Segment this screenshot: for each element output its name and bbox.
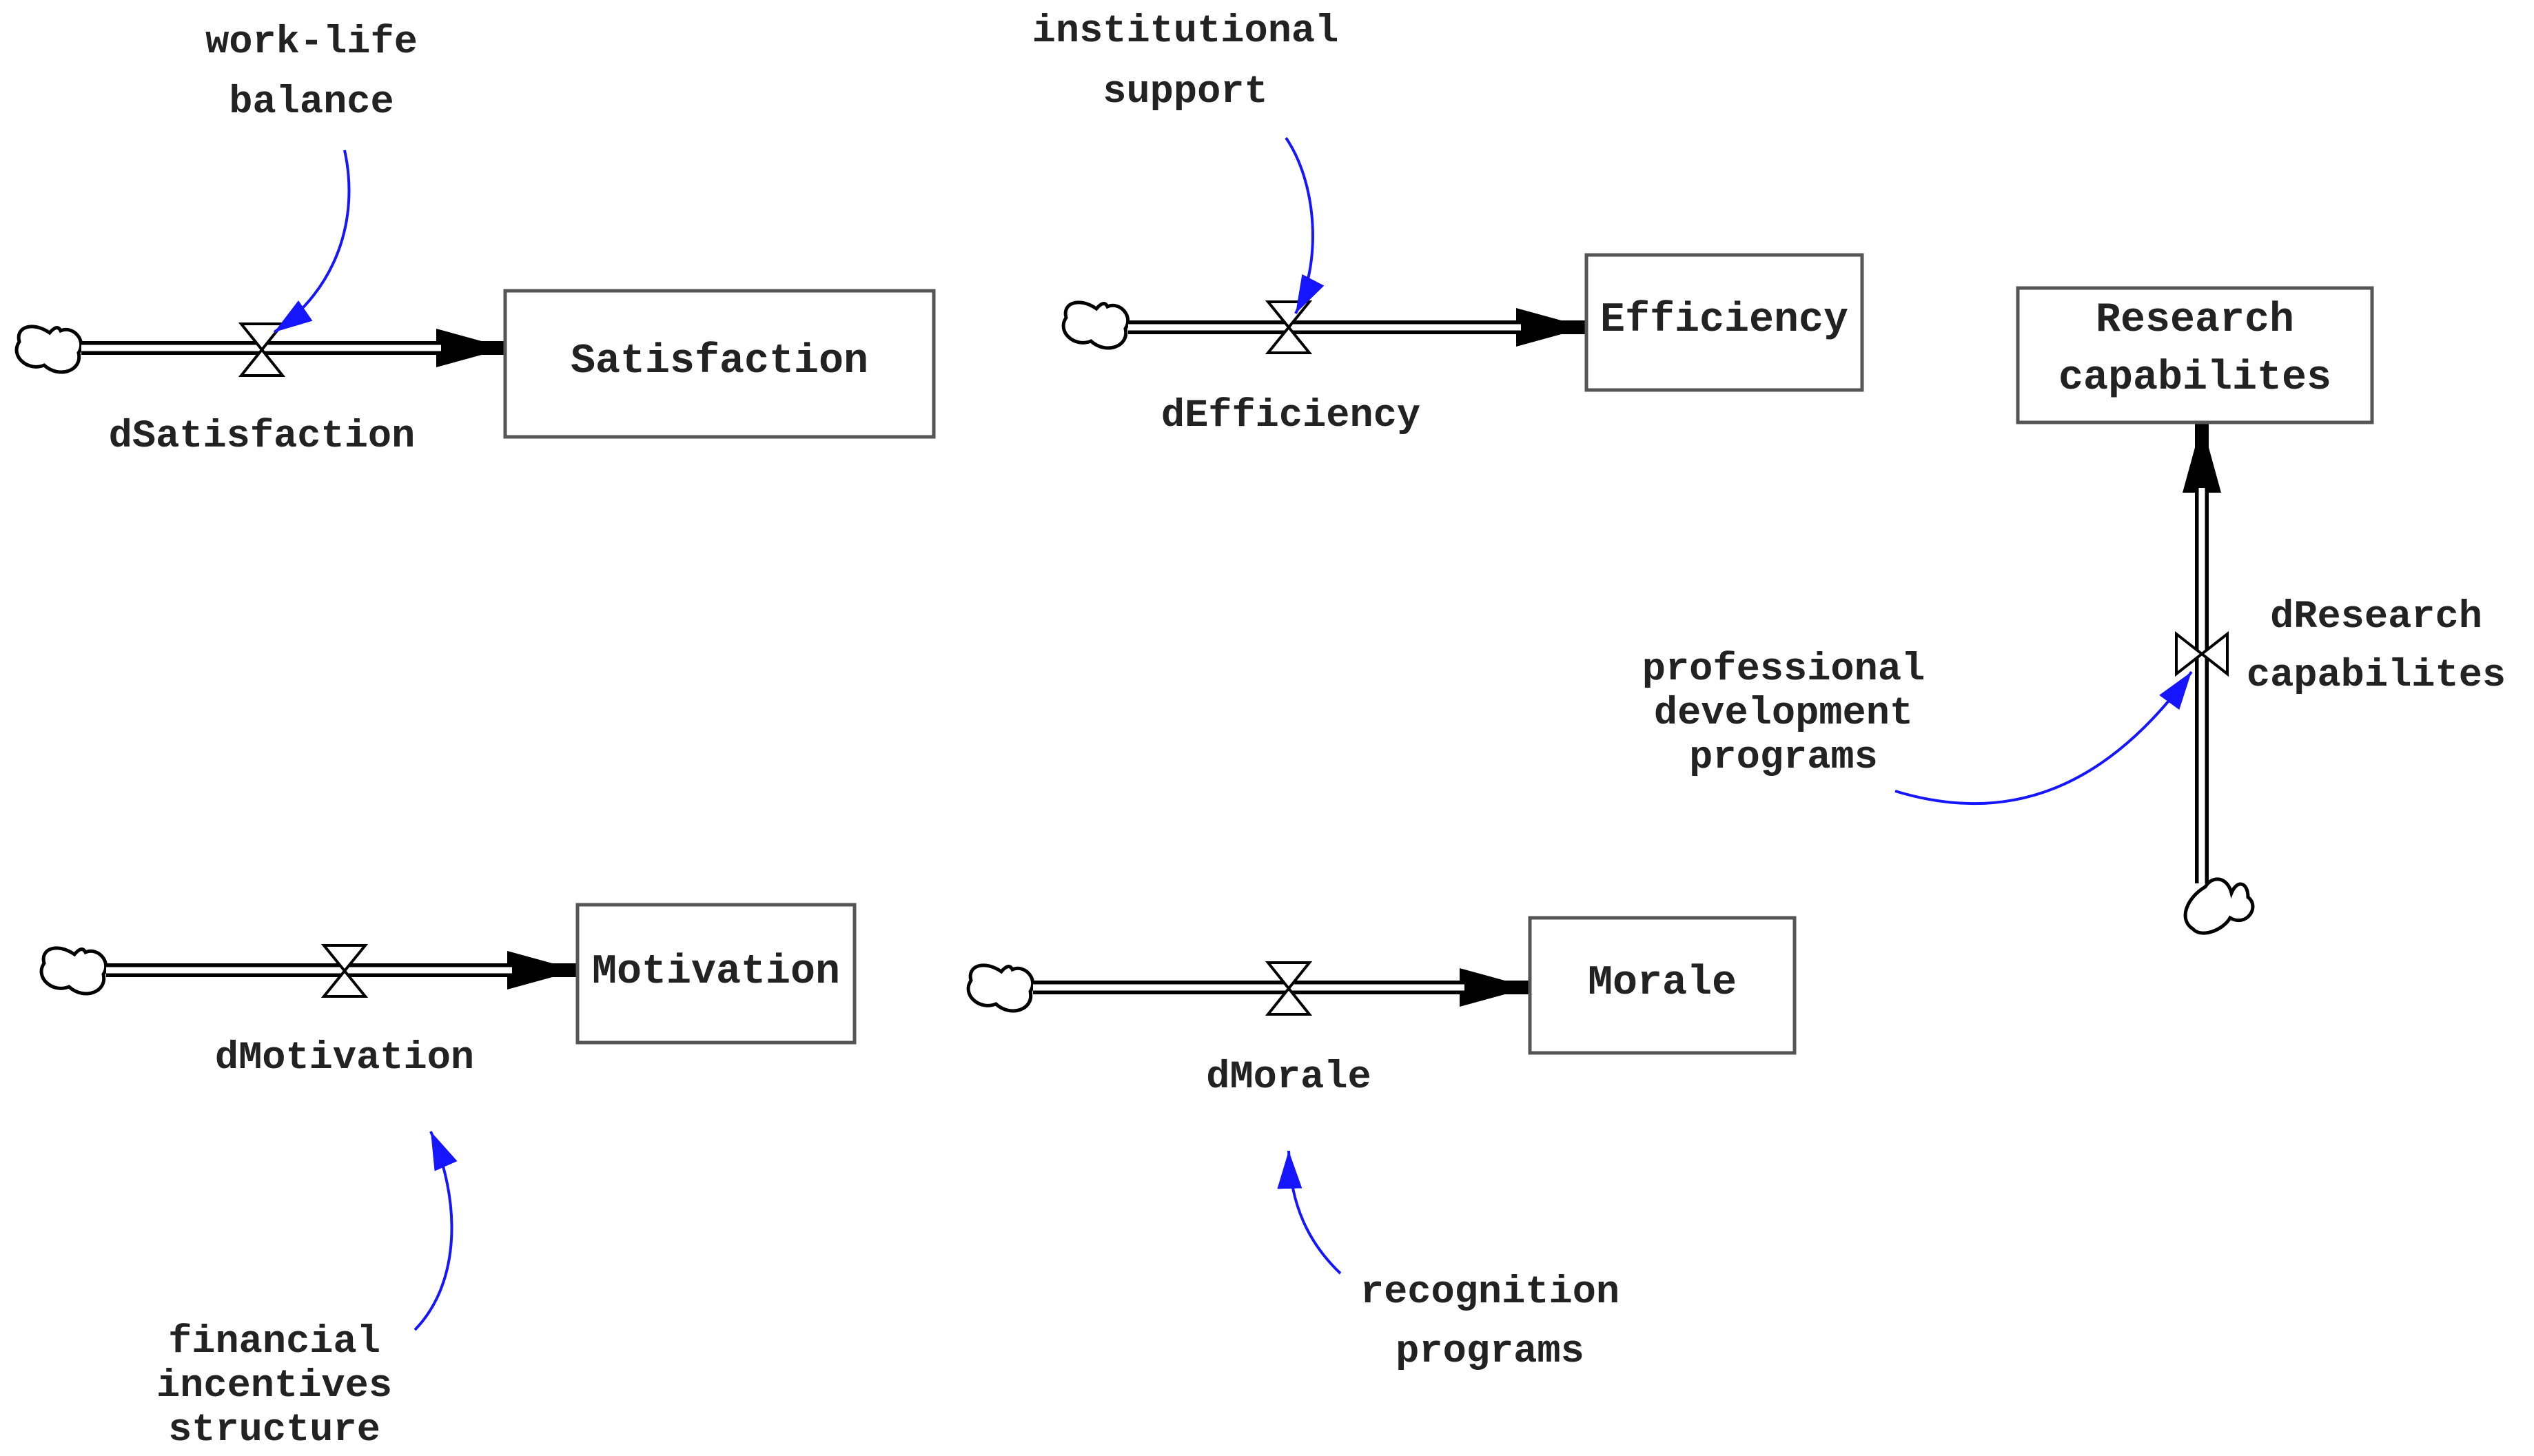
link-financial-to-dmotivation bbox=[413, 1131, 458, 1331]
aux-professional-development[interactable]: professional development programs bbox=[1642, 648, 1925, 780]
aux-recognition-line2: programs bbox=[1396, 1330, 1584, 1374]
flow-efficiency: Efficiency dEfficiency bbox=[1061, 253, 1864, 438]
stock-morale-label: Morale bbox=[1588, 960, 1737, 1007]
aux-financial-line1: financial bbox=[168, 1320, 380, 1364]
stock-efficiency-label: Efficiency bbox=[1600, 297, 1848, 344]
flow-motivation: Motivation dMotivation bbox=[39, 903, 857, 1080]
aux-professional-line2: development bbox=[1654, 692, 1913, 736]
stock-satisfaction-label: Satisfaction bbox=[571, 338, 868, 385]
flow-satisfaction: Satisfaction dSatisfaction bbox=[14, 289, 936, 459]
stock-efficiency[interactable]: Efficiency bbox=[1584, 253, 1864, 392]
cloud-source-motivation bbox=[39, 946, 108, 996]
stock-morale[interactable]: Morale bbox=[1528, 916, 1797, 1055]
link-professional-to-dresearch bbox=[1894, 670, 2193, 806]
flow-efficiency-label: dEfficiency bbox=[1161, 394, 1420, 438]
stock-research-label-line1: Research bbox=[2096, 297, 2294, 344]
aux-financial-incentives[interactable]: financial incentives structure bbox=[156, 1320, 392, 1453]
flow-morale: Morale dMorale bbox=[966, 916, 1797, 1100]
link-work-life-to-dsatisfaction bbox=[273, 150, 351, 334]
aux-work-life-balance[interactable]: work-life balance bbox=[205, 21, 418, 125]
aux-institutional-line2: support bbox=[1103, 70, 1267, 114]
stock-research-label-line2: capabilites bbox=[2058, 355, 2331, 402]
stock-motivation[interactable]: Motivation bbox=[575, 903, 857, 1045]
aux-recognition-line1: recognition bbox=[1360, 1271, 1619, 1315]
cloud-source-efficiency bbox=[1061, 300, 1130, 350]
aux-work-life-line2: balance bbox=[229, 81, 394, 125]
aux-financial-line2: incentives bbox=[156, 1364, 392, 1408]
valve-morale bbox=[1265, 961, 1313, 1016]
cloud-source-research bbox=[2183, 877, 2255, 935]
aux-professional-line3: programs bbox=[1689, 736, 1878, 780]
aux-institutional-support[interactable]: institutional support bbox=[1032, 10, 1339, 114]
stock-research[interactable]: Research capabilites bbox=[2016, 286, 2374, 424]
aux-work-life-line1: work-life bbox=[205, 21, 418, 65]
flow-research-label-line2: capabilites bbox=[2247, 654, 2506, 698]
flow-morale-label: dMorale bbox=[1206, 1056, 1371, 1100]
aux-professional-line1: professional bbox=[1642, 648, 1925, 692]
aux-financial-line3: structure bbox=[168, 1408, 380, 1453]
valve-satisfaction bbox=[238, 322, 286, 377]
cloud-source-morale bbox=[966, 963, 1035, 1013]
link-institutional-to-defficiency bbox=[1285, 136, 1325, 314]
link-recognition-to-dmorale bbox=[1277, 1150, 1342, 1275]
aux-recognition-programs[interactable]: recognition programs bbox=[1360, 1271, 1619, 1374]
flow-motivation-label: dMotivation bbox=[215, 1036, 474, 1080]
flow-research-label-line1: dResearch bbox=[2270, 595, 2482, 639]
valve-motivation bbox=[320, 944, 369, 998]
flow-satisfaction-label: dSatisfaction bbox=[109, 415, 416, 459]
flow-research: Research capabilites dResearch capabilit… bbox=[2016, 286, 2506, 935]
stock-motivation-label: Motivation bbox=[592, 949, 840, 996]
valve-research bbox=[2175, 630, 2229, 677]
stock-satisfaction[interactable]: Satisfaction bbox=[503, 289, 936, 439]
cloud-source-satisfaction bbox=[14, 325, 83, 374]
aux-institutional-line1: institutional bbox=[1032, 10, 1339, 54]
